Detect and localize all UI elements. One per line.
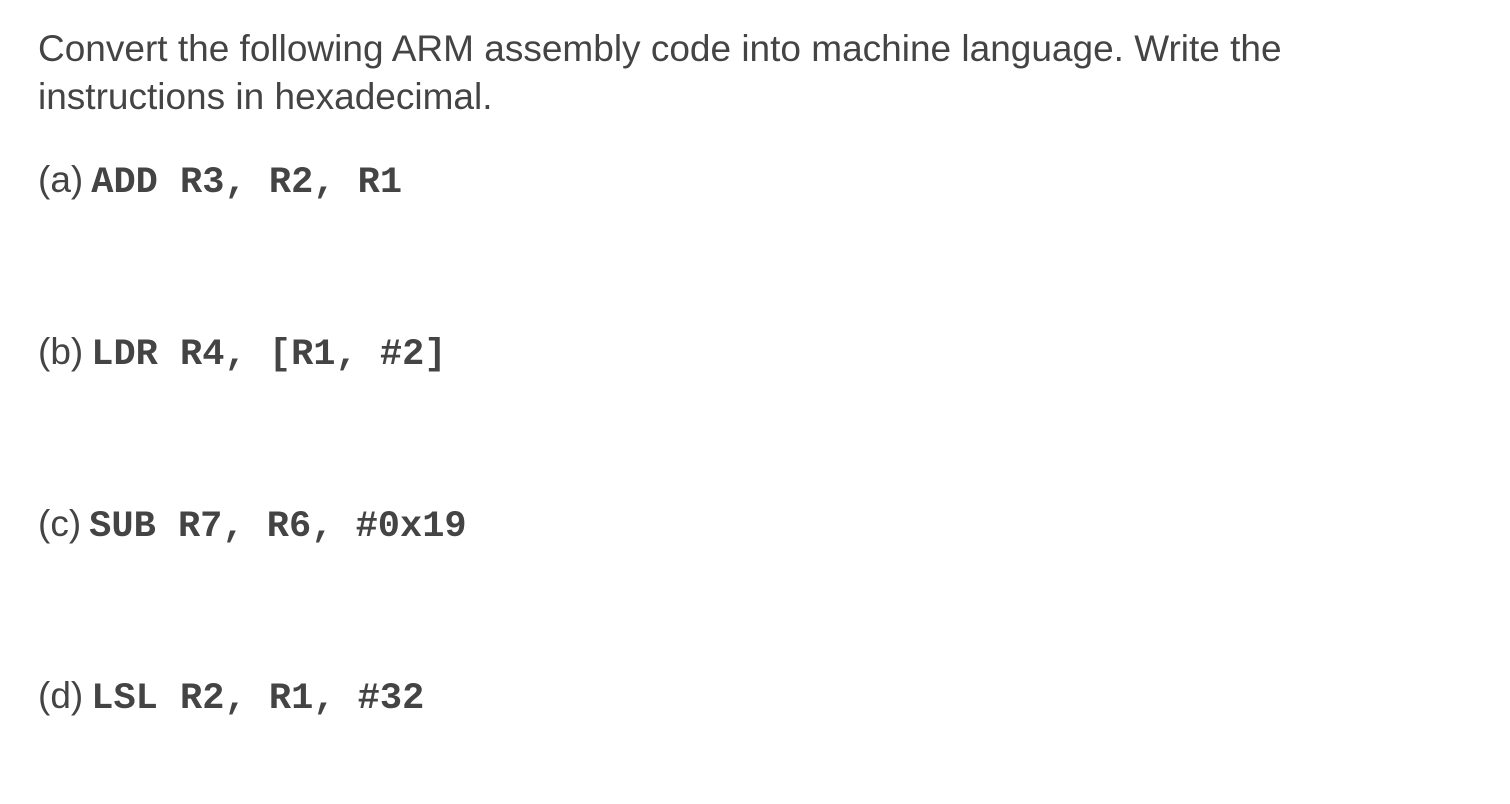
item-label: (d)	[38, 675, 84, 716]
item-label: (a)	[38, 159, 84, 200]
question-item-d: (d) LSL R2, R1, #32	[38, 675, 424, 723]
question-item-a: (a) ADD R3, R2, R1	[38, 159, 402, 207]
question-item-c: (c) SUB R7, R6, #0x19	[38, 503, 467, 551]
question-prompt: Convert the following ARM assembly code …	[38, 28, 1282, 117]
item-label: (c)	[38, 503, 82, 544]
assembly-instruction: SUB R7, R6, #0x19	[89, 506, 467, 548]
item-label: (b)	[38, 331, 84, 372]
assembly-instruction: LDR R4, [R1, #2]	[91, 334, 447, 376]
question-item-b: (b) LDR R4, [R1, #2]	[38, 331, 447, 379]
assembly-instruction: ADD R3, R2, R1	[91, 162, 403, 204]
assembly-instruction: LSL R2, R1, #32	[91, 678, 425, 720]
